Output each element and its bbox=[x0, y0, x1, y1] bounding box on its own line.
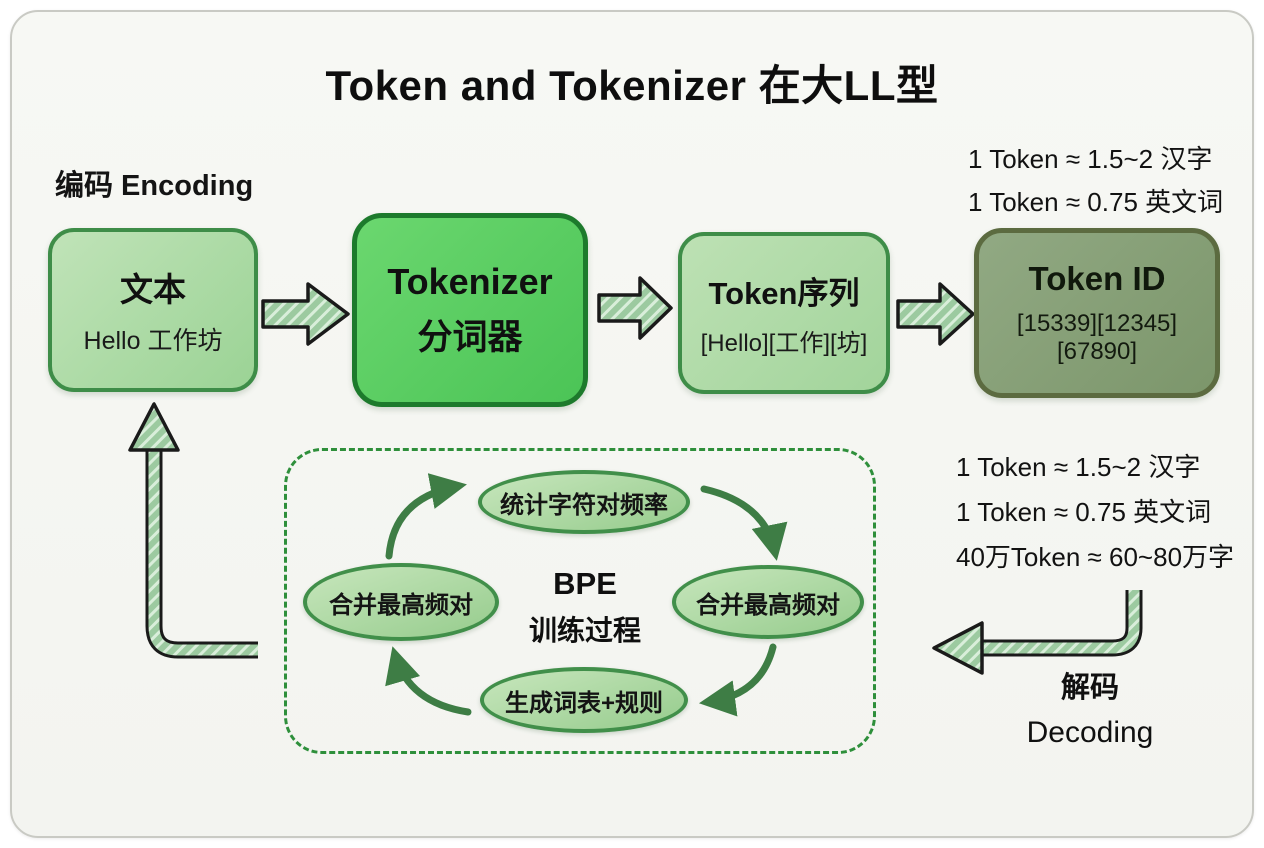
decoding-label: 解码 Decoding bbox=[1005, 666, 1175, 756]
bpe-center-label: BPE 训练过程 bbox=[505, 566, 665, 649]
bpe-title: BPE bbox=[553, 566, 617, 601]
bpe-cycle-container bbox=[284, 448, 876, 754]
flow-box-token-id: Token ID [15339][12345][67890] bbox=[974, 228, 1220, 398]
bpe-step-generate-vocab: 生成词表+规则 bbox=[480, 667, 688, 733]
token-ratio-notes-top: 1 Token ≈ 1.5~2 汉字 1 Token ≈ 0.75 英文词 bbox=[968, 138, 1223, 224]
flow-box-text: 文本 Hello 工作坊 bbox=[48, 228, 258, 392]
flow-box-tokenizer-title: Tokenizer bbox=[387, 260, 553, 302]
bpe-step-merge-left: 合并最高频对 bbox=[303, 563, 499, 641]
bpe-subtitle: 训练过程 bbox=[528, 615, 641, 646]
diagram-title: Token and Tokenizer 在大LL型 bbox=[325, 62, 939, 109]
flow-box-token-id-subtitle: [15339][12345][67890] bbox=[1016, 310, 1178, 365]
bpe-step-generate-vocab-label: 生成词表+规则 bbox=[504, 689, 663, 717]
token-ratio-notes-middle: 1 Token ≈ 1.5~2 汉字 1 Token ≈ 0.75 英文词 40… bbox=[956, 445, 1234, 580]
note-mid-line2: 1 Token ≈ 0.75 英文词 bbox=[956, 497, 1212, 527]
note-top-line1: 1 Token ≈ 1.5~2 汉字 bbox=[968, 144, 1213, 174]
decoding-label-en: Decoding bbox=[1026, 716, 1154, 749]
flow-box-token-id-title: Token ID bbox=[1028, 260, 1166, 297]
flow-box-token-sequence-subtitle: [Hello][工作][坊] bbox=[700, 330, 868, 357]
note-top-line2: 1 Token ≈ 0.75 英文词 bbox=[968, 187, 1224, 217]
note-mid-line1: 1 Token ≈ 1.5~2 汉字 bbox=[956, 452, 1201, 482]
flow-box-tokenizer-subtitle: 分词器 bbox=[417, 317, 523, 357]
bpe-step-merge-right: 合并最高频对 bbox=[672, 565, 864, 639]
decoding-label-zh: 解码 bbox=[1060, 672, 1119, 704]
encoding-label: 编码 Encoding bbox=[55, 170, 254, 202]
bpe-step-count-pairs-label: 统计字符对频率 bbox=[500, 491, 668, 519]
flow-box-tokenizer: Tokenizer 分词器 bbox=[352, 213, 588, 407]
bpe-step-merge-left-label: 合并最高频对 bbox=[329, 591, 473, 619]
bpe-step-merge-right-label: 合并最高频对 bbox=[696, 591, 840, 619]
flow-box-token-sequence: Token序列 [Hello][工作][坊] bbox=[678, 232, 890, 394]
flow-box-text-title: 文本 bbox=[120, 271, 186, 308]
bpe-step-count-pairs: 统计字符对频率 bbox=[478, 470, 690, 534]
flow-box-text-subtitle: Hello 工作坊 bbox=[83, 327, 223, 355]
flow-box-token-sequence-title: Token序列 bbox=[708, 276, 860, 311]
note-mid-line3: 40万Token ≈ 60~80万字 bbox=[956, 542, 1235, 572]
